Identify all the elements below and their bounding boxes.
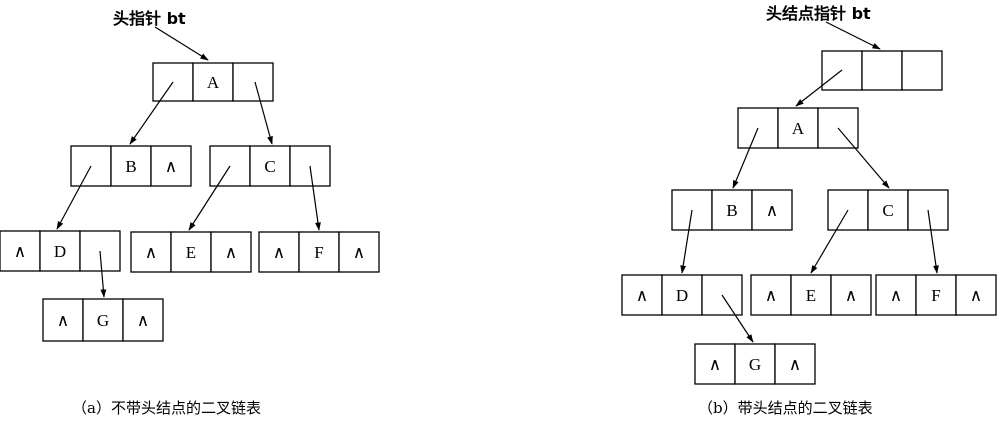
- node-b-rchild-cell: [150, 145, 192, 187]
- node-c-data: C: [264, 157, 275, 176]
- node-g-right: ∧ G ∧: [694, 343, 816, 385]
- node-a-lchild-cell: [737, 107, 779, 149]
- node-f-rchild-cell: [338, 231, 380, 273]
- node-b-rchild-null: ∧: [165, 157, 177, 177]
- node-g-rchild-null: ∧: [789, 355, 801, 375]
- head-pointer-arrow-b: [825, 21, 881, 50]
- edge-b-to-d-right: [680, 209, 693, 274]
- node-d-data: D: [54, 242, 66, 261]
- node-b-right: B ∧: [671, 189, 793, 231]
- edge-head-to-a-right: [795, 69, 843, 107]
- panel-a: 头指针 bt A B ∧ C ∧ D: [0, 9, 380, 417]
- node-g-lchild-cell: [694, 343, 736, 385]
- edge-d-to-g-left: [99, 250, 107, 298]
- node-e-right: ∧ E ∧: [750, 274, 872, 316]
- node-c-data: C: [882, 201, 893, 220]
- node-b-data: B: [125, 157, 136, 176]
- node-f-rchild-null: ∧: [970, 286, 982, 306]
- node-b-left: B ∧: [70, 145, 192, 187]
- node-e-rchild-null: ∧: [225, 243, 237, 263]
- node-a-data: A: [792, 119, 805, 138]
- node-a-data-cell: [192, 62, 234, 102]
- head-pointer-arrow-a: [154, 26, 209, 61]
- node-e-lchild-null: ∧: [765, 286, 777, 306]
- node-f-data: F: [931, 286, 940, 305]
- node-g-rchild-cell: [122, 298, 164, 342]
- node-d-data-cell: [39, 230, 81, 272]
- head-node-rchild-cell: [901, 50, 943, 91]
- head-pointer-label-b: 头结点指针 bt: [766, 4, 871, 23]
- node-b-rchild-null: ∧: [766, 201, 778, 221]
- node-b-lchild-cell: [671, 189, 713, 231]
- edge-d-to-g-right: [721, 294, 754, 343]
- node-g-rchild-null: ∧: [137, 311, 149, 331]
- node-d-right: ∧ D: [621, 274, 743, 316]
- node-a-left: A: [152, 62, 274, 102]
- panel-b: 头结点指针 bt A B ∧ C: [621, 4, 997, 417]
- node-f-rchild-null: ∧: [353, 243, 365, 263]
- node-e-data: E: [186, 243, 196, 262]
- node-e-lchild-null: ∧: [145, 243, 157, 263]
- node-e-lchild-cell: [130, 231, 172, 273]
- node-a-right: A: [737, 107, 859, 149]
- node-g-rchild-cell: [774, 343, 816, 385]
- node-e-data-cell: [170, 231, 212, 273]
- node-b-rchild-cell: [751, 189, 793, 231]
- node-f-left: ∧ F ∧: [258, 231, 380, 273]
- node-f-lchild-cell: [875, 274, 917, 316]
- node-a-rchild-cell: [817, 107, 859, 149]
- caption-a: （a）不带头结点的二叉链表: [72, 399, 261, 417]
- node-g-data-cell: [734, 343, 776, 385]
- node-e-left: ∧ E ∧: [130, 231, 252, 273]
- caption-b: （b）带头结点的二叉链表: [698, 399, 873, 417]
- node-g-lchild-cell: [42, 298, 84, 342]
- node-e-rchild-null: ∧: [845, 286, 857, 306]
- node-b-data: B: [726, 201, 737, 220]
- head-node-data-cell: [861, 50, 903, 91]
- node-g-data: G: [97, 311, 109, 330]
- head-pointer-label-a: 头指针 bt: [113, 9, 186, 28]
- node-f-data: F: [314, 243, 323, 262]
- node-a-data: A: [207, 73, 220, 92]
- node-f-rchild-cell: [955, 274, 997, 316]
- node-e-data: E: [806, 286, 816, 305]
- node-c-data-cell: [249, 145, 291, 187]
- node-b-data-cell: [711, 189, 753, 231]
- node-a-rchild-cell: [232, 62, 274, 102]
- edge-a-to-c-right: [837, 127, 890, 189]
- node-g-lchild-null: ∧: [57, 311, 69, 331]
- edge-a-to-b-right: [732, 127, 759, 189]
- node-d-left: ∧ D: [0, 230, 121, 272]
- node-f-lchild-null: ∧: [273, 243, 285, 263]
- node-g-left: ∧ G ∧: [42, 298, 164, 342]
- node-f-lchild-null: ∧: [890, 286, 902, 306]
- node-g-data: G: [749, 355, 761, 374]
- node-e-lchild-cell: [750, 274, 792, 316]
- edge-c-to-e-left: [188, 165, 231, 231]
- edge-a-to-b-left: [129, 81, 174, 145]
- node-d-lchild-cell: [621, 274, 663, 316]
- node-e-data-cell: [790, 274, 832, 316]
- head-node-right: [821, 50, 943, 91]
- edge-a-to-c-left: [254, 81, 273, 145]
- node-d-data: D: [676, 286, 688, 305]
- node-f-right: ∧ F ∧: [875, 274, 997, 316]
- edge-c-to-f-left: [309, 165, 321, 231]
- node-a-data-cell: [777, 107, 819, 149]
- edge-c-to-e-right: [810, 209, 849, 274]
- node-e-rchild-cell: [210, 231, 252, 273]
- node-d-lchild-null: ∧: [14, 242, 26, 262]
- edge-c-to-f-right: [927, 209, 939, 274]
- node-e-rchild-cell: [830, 274, 872, 316]
- node-g-lchild-null: ∧: [709, 355, 721, 375]
- node-b-data-cell: [110, 145, 152, 187]
- node-d-lchild-null: ∧: [636, 286, 648, 306]
- node-d-lchild-cell: [0, 230, 41, 272]
- edge-b-to-d-left: [56, 165, 92, 230]
